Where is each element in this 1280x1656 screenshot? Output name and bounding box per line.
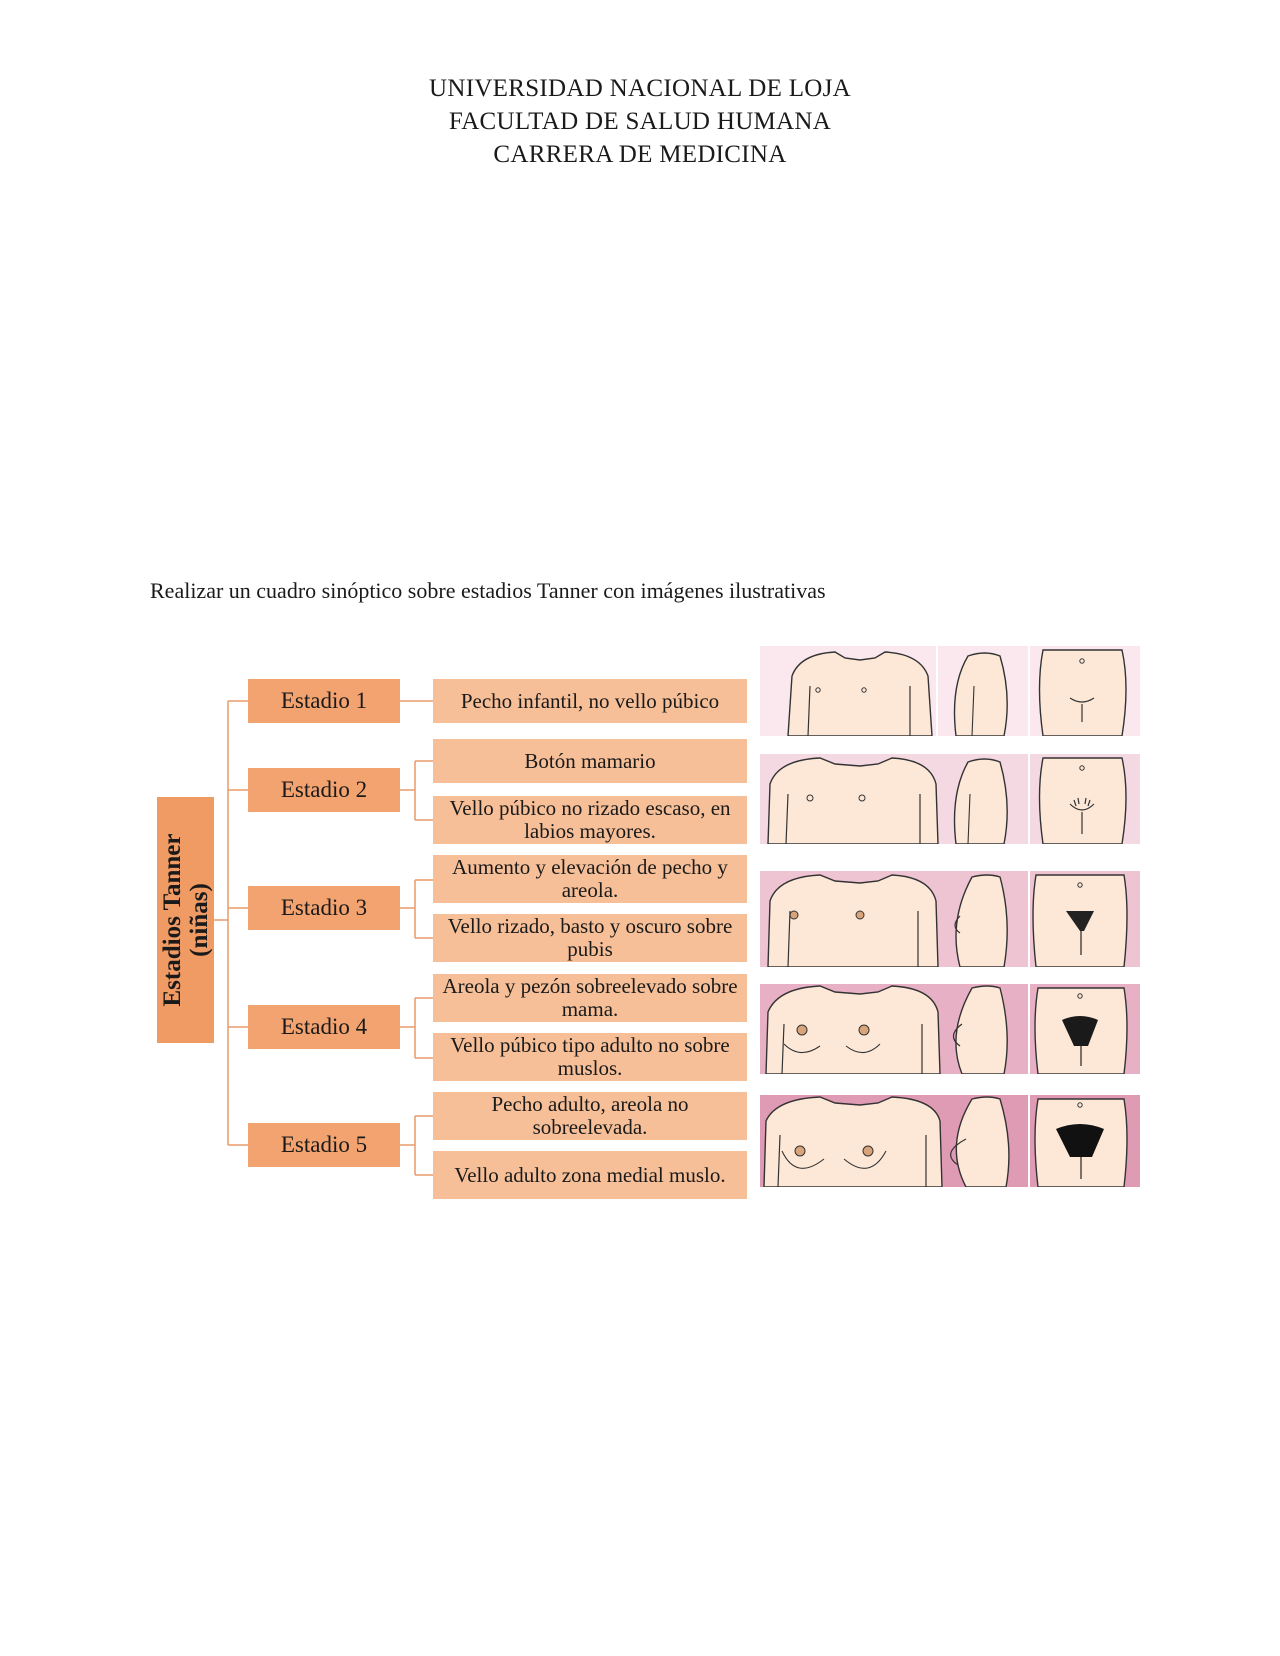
root-node: Estadios Tanner (niñas) xyxy=(157,797,214,1043)
stage-5-hair-description: Vello adulto zona medial muslo. xyxy=(433,1151,747,1199)
stage-4-breast-description: Areola y pezón sobreelevado sobre mama. xyxy=(433,974,747,1022)
assignment-instruction: Realizar un cuadro sinóptico sobre estad… xyxy=(150,578,826,603)
stage-3-breast-description: Aumento y elevación de pecho y areola. xyxy=(433,855,747,903)
stage-5-node: Estadio 5 xyxy=(248,1123,400,1167)
university-name: UNIVERSIDAD NACIONAL DE LOJA xyxy=(428,75,852,102)
stage-2-breast-description: Botón mamario xyxy=(433,739,747,783)
tanner-stage-4-illustration xyxy=(760,984,1140,1074)
stage-3-node: Estadio 3 xyxy=(248,886,400,930)
stage-2-node: Estadio 2 xyxy=(248,768,400,812)
stage-1-node: Estadio 1 xyxy=(248,679,400,723)
stage-1-description: Pecho infantil, no vello púbico xyxy=(433,679,747,723)
tanner-stage-3-illustration xyxy=(760,871,1140,967)
document-header: UNIVERSIDAD NACIONAL DE LOJA FACULTAD DE… xyxy=(0,72,1280,171)
tanner-stage-2-illustration xyxy=(760,754,1140,844)
stage-3-hair-description: Vello rizado, basto y oscuro sobre pubis xyxy=(433,914,747,962)
stage-5-breast-description: Pecho adulto, areola no sobreelevada. xyxy=(433,1092,747,1140)
stage-2-hair-description: Vello púbico no rizado escaso, en labios… xyxy=(433,796,747,844)
tanner-stage-1-illustration xyxy=(760,646,1140,736)
tanner-stage-5-illustration xyxy=(760,1095,1140,1187)
root-title: Estadios Tanner xyxy=(158,833,186,1007)
stage-4-node: Estadio 4 xyxy=(248,1005,400,1049)
faculty-name: FACULTAD DE SALUD HUMANA xyxy=(448,108,832,135)
career-name: CARRERA DE MEDICINA xyxy=(493,141,787,168)
stage-4-hair-description: Vello púbico tipo adulto no sobre muslos… xyxy=(433,1033,747,1081)
root-subtitle: (niñas) xyxy=(185,883,213,957)
